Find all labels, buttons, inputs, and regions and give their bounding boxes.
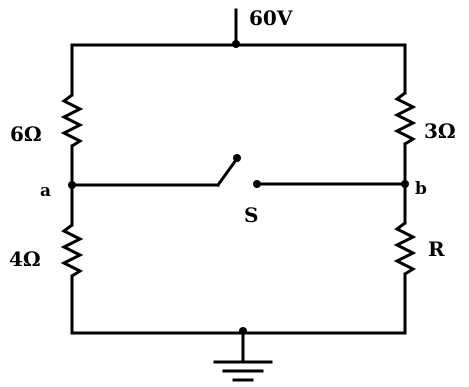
node-b-label: b: [415, 179, 427, 199]
resistor-4-ohm: [60, 223, 84, 278]
resistor-6-ohm-label: 6Ω: [10, 122, 42, 146]
switch-label: S: [244, 203, 258, 227]
switch-contact-upper: [233, 154, 241, 162]
resistor-3-ohm: [393, 91, 417, 146]
node-a-label: a: [40, 181, 51, 201]
supply-voltage-label: 60V: [249, 6, 293, 30]
supply-junction: [232, 40, 240, 48]
resistor-r: [393, 221, 417, 276]
resistor-r-label: R: [428, 237, 445, 261]
ground-symbol-icon: [213, 360, 273, 382]
resistor-6-ohm: [60, 93, 84, 148]
switch-blade: [215, 157, 239, 188]
resistor-4-ohm-label: 4Ω: [9, 247, 41, 271]
resistor-3-ohm-label: 3Ω: [424, 119, 456, 143]
